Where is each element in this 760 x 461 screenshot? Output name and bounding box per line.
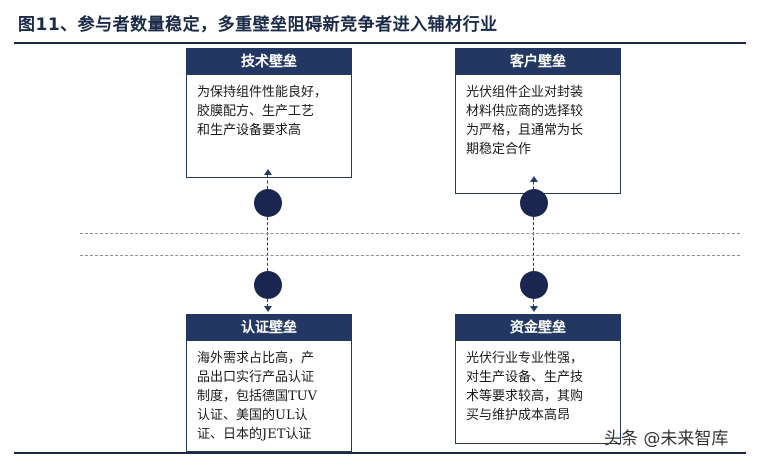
- separator-line-lower: [80, 255, 740, 256]
- customer-barrier-box: 客户壁垒 光伏组件企业对封装 材料供应商的选择较 为严格，且通常为长 期稳定合作: [455, 48, 621, 194]
- customer-connector-top: [533, 182, 534, 189]
- capital-connector-bottom: [533, 299, 534, 307]
- tech-barrier-title: 技术壁垒: [187, 49, 351, 75]
- tech-connector-top: [267, 175, 268, 189]
- capital-barrier-text: 光伏行业专业性强， 对生产设备、生产技 术等要求较高，其购 买与维护成本高昂: [466, 351, 584, 423]
- customer-connector-mid: [533, 217, 534, 271]
- certification-barrier-box: 认证壁垒 海外需求占比高，产 品出口实行产品认证 制度，包括德国TUV 认证、美…: [186, 314, 352, 452]
- tech-node: [254, 189, 282, 217]
- tech-connector-mid: [267, 217, 268, 271]
- separator-line-upper: [80, 233, 740, 234]
- capital-node: [520, 271, 548, 299]
- watermark-text: 头条 @未来智库: [604, 429, 729, 449]
- certification-connector-bottom: [267, 299, 268, 307]
- tech-arrow-up: [264, 169, 272, 175]
- tech-barrier-text: 为保持组件性能良好， 胶膜配方、生产工艺 和生产设备要求高: [197, 85, 328, 138]
- customer-arrow-up: [530, 176, 538, 182]
- capital-arrow-down: [530, 306, 538, 312]
- customer-node: [520, 189, 548, 217]
- certification-node: [254, 271, 282, 299]
- tech-barrier-box: 技术壁垒 为保持组件性能良好， 胶膜配方、生产工艺 和生产设备要求高: [186, 48, 352, 178]
- customer-barrier-text: 光伏组件企业对封装 材料供应商的选择较 为严格，且通常为长 期稳定合作: [466, 85, 584, 157]
- certification-barrier-text: 海外需求占比高，产 品出口实行产品认证 制度，包括德国TUV 认证、美国的UL认…: [197, 351, 318, 442]
- title-rule: [14, 42, 746, 44]
- certification-barrier-title: 认证壁垒: [187, 315, 351, 341]
- capital-barrier-title: 资金壁垒: [456, 315, 620, 341]
- customer-barrier-title: 客户壁垒: [456, 49, 620, 75]
- certification-arrow-down: [264, 306, 272, 312]
- bottom-rule: [14, 452, 746, 454]
- figure-title: 图11、参与者数量稳定，多重壁垒阻碍新竞争者进入辅材行业: [18, 15, 498, 35]
- capital-barrier-box: 资金壁垒 光伏行业专业性强， 对生产设备、生产技 术等要求较高，其购 买与维护成…: [455, 314, 621, 444]
